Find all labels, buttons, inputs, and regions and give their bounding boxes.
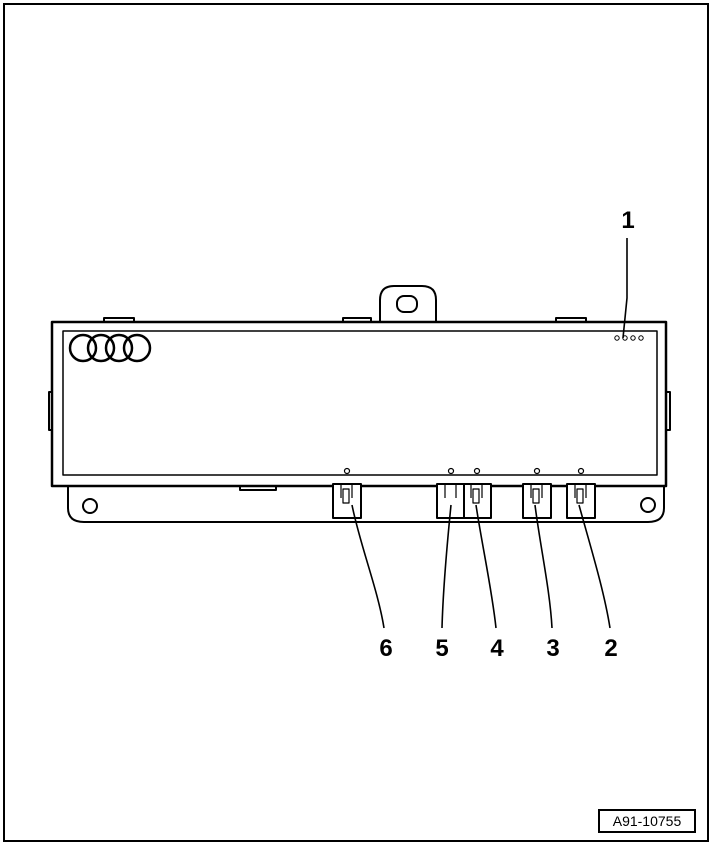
callout-6: 6 [379, 635, 392, 662]
label-marking [614, 335, 644, 341]
leader-line-4 [475, 504, 497, 629]
leader-line-3 [534, 504, 553, 629]
connector-pin-marks [343, 467, 585, 475]
leader-line-1 [622, 238, 628, 339]
connector-6 [332, 483, 362, 519]
leader-line-5 [441, 504, 452, 629]
flange-hole-left [82, 498, 98, 514]
callout-1: 1 [621, 207, 634, 234]
callout-3: 3 [546, 635, 559, 662]
module-housing-outer [50, 320, 668, 488]
module-housing-inner [62, 330, 658, 476]
connector-3 [522, 483, 552, 519]
figure-reference-label: A91-10755 [598, 809, 696, 833]
four-rings-logo [68, 333, 152, 363]
leader-line-6 [351, 504, 385, 629]
callout-4: 4 [490, 635, 504, 662]
bottom-mounting-flange [67, 484, 665, 523]
callout-5: 5 [435, 635, 448, 662]
callout-2: 2 [604, 635, 617, 662]
top-tab-hole [396, 295, 418, 313]
leader-lines [351, 238, 628, 629]
flange-hole-right [640, 497, 656, 513]
leader-line-2 [578, 504, 611, 629]
